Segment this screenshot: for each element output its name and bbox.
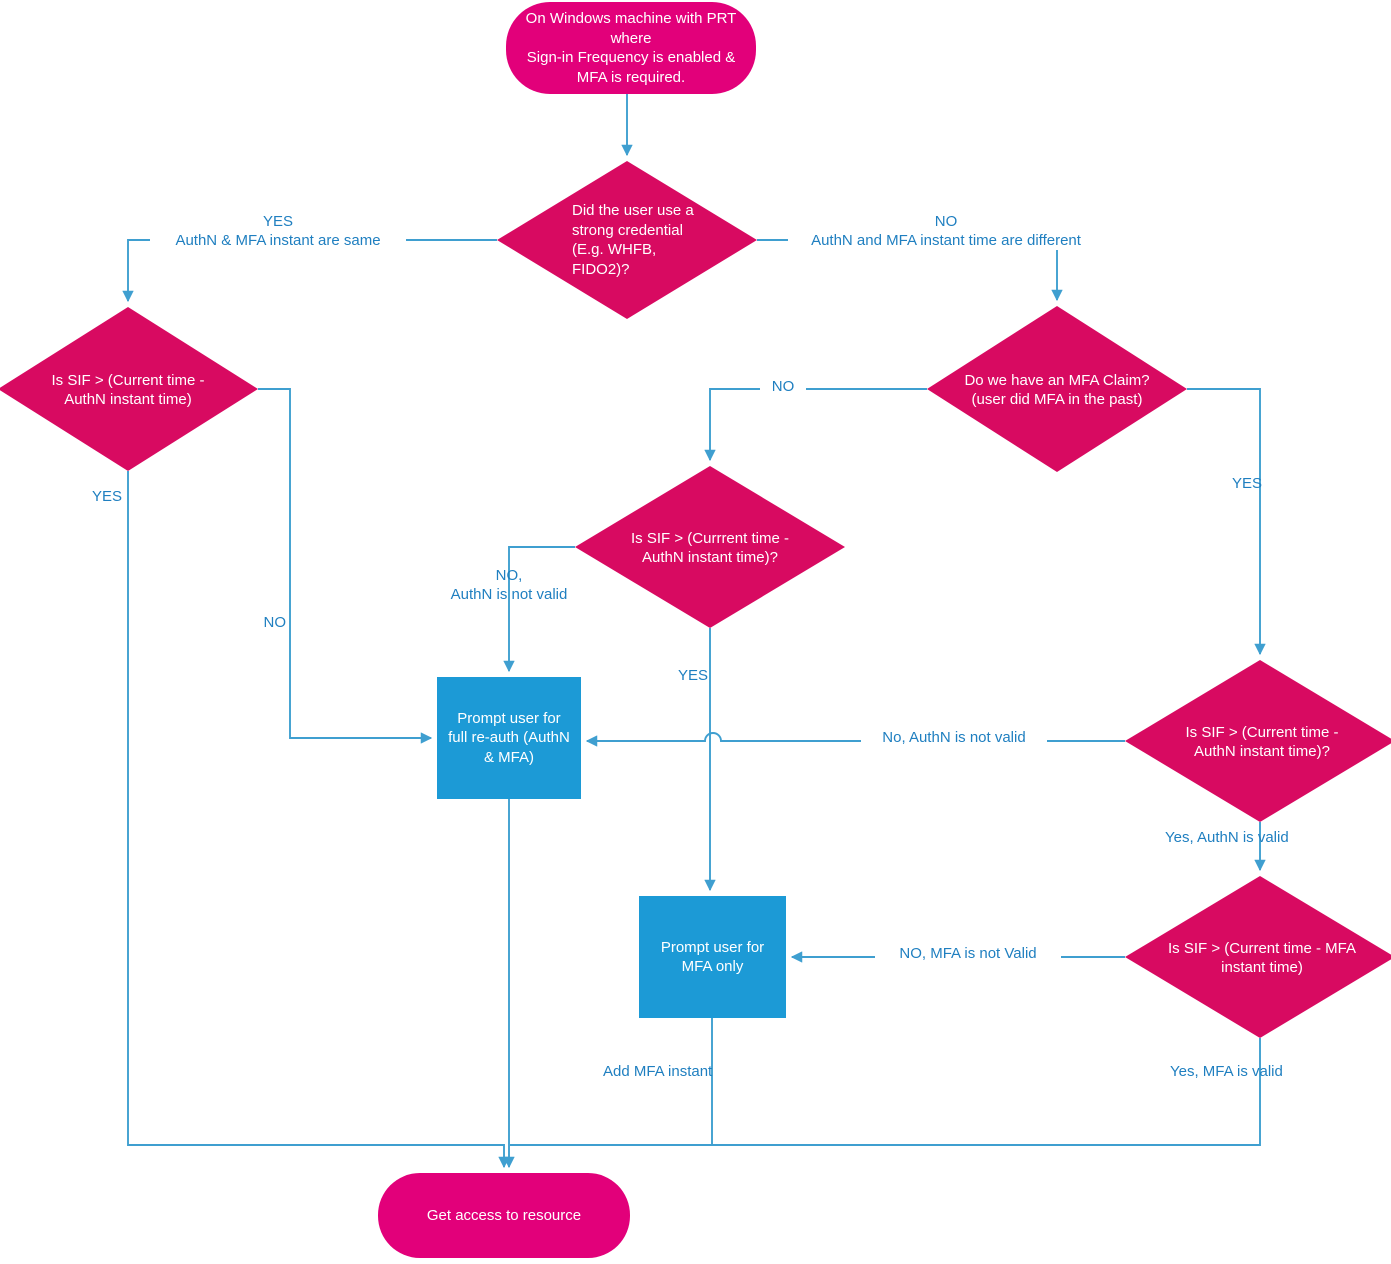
node-sif-middle-shape[interactable] (575, 466, 845, 628)
node-sif-right-authn-shape[interactable] (1125, 660, 1391, 822)
node-sif-right-mfa-shape[interactable] (1125, 876, 1391, 1038)
edge-sif-middle-no-to-full-reauth (503, 546, 575, 673)
edge-yes-to-sif-left (122, 239, 497, 303)
node-strong-credential[interactable] (497, 161, 757, 319)
node-sif-left-shape[interactable] (0, 307, 258, 471)
node-start[interactable] (506, 2, 756, 94)
edge-mfa-only-to-get-access (515, 1018, 713, 1146)
node-sif-right-mfa[interactable] (1125, 876, 1391, 1038)
node-mfa-claim[interactable] (927, 306, 1187, 472)
edge-no-to-mfa-claim (757, 239, 1063, 302)
node-prompt-mfa-only[interactable] (639, 896, 786, 1018)
node-get-access-shape[interactable] (378, 1173, 630, 1258)
edge-sif-right-authn-no-to-full-reauth (585, 732, 1125, 747)
node-sif-right-authn[interactable] (1125, 660, 1391, 822)
edge-sif-right-mfa-yes-to-get-access (510, 1038, 1261, 1146)
node-prompt-full-reauth[interactable] (437, 677, 581, 799)
node-prompt-full-reauth-shape[interactable] (437, 677, 581, 799)
edge-mfa-claim-no-to-sif-middle (704, 388, 927, 462)
node-sif-left[interactable] (0, 307, 258, 471)
edge-sif-left-no-to-full-reauth (258, 388, 433, 744)
node-get-access[interactable] (378, 1173, 630, 1258)
node-sif-middle[interactable] (575, 466, 845, 628)
node-strong-credential-shape[interactable] (497, 161, 757, 319)
node-mfa-claim-shape[interactable] (927, 306, 1187, 472)
node-start-shape[interactable] (506, 2, 756, 94)
edge-sif-left-yes-to-get-access (127, 471, 510, 1169)
node-prompt-mfa-only-shape[interactable] (639, 896, 786, 1018)
edge-mfa-claim-yes-to-sif-right-authn (1187, 388, 1266, 656)
